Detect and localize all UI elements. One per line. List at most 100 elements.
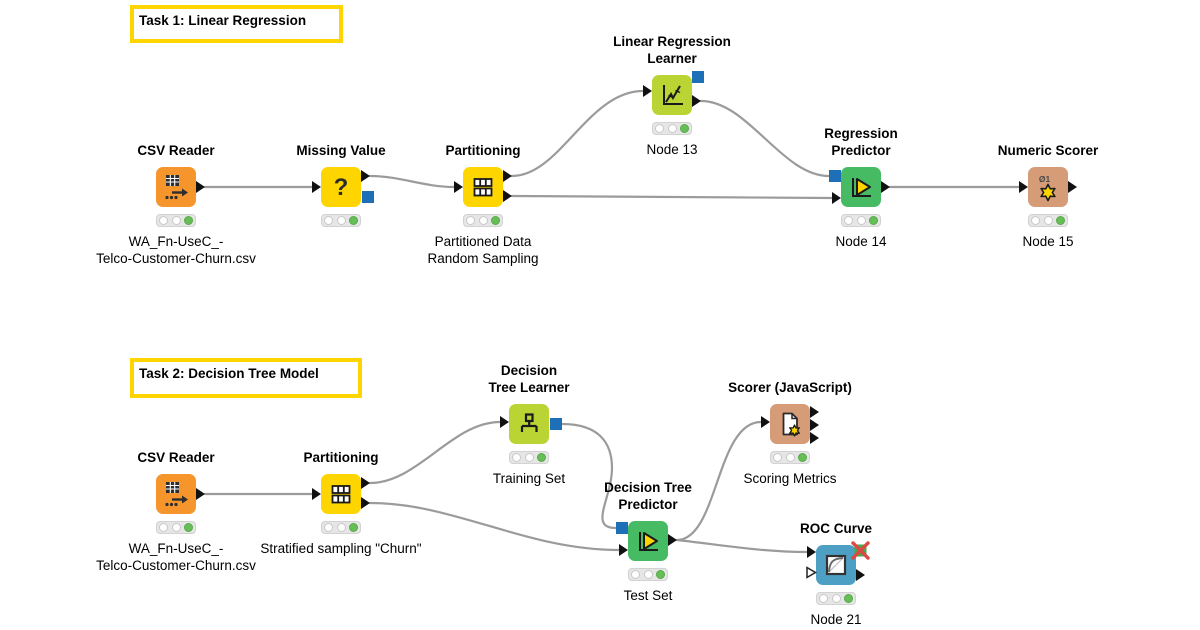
connection-wire[interactable]	[510, 194, 834, 200]
optional-input-port[interactable]	[806, 566, 817, 579]
node-sublabel: Node 13	[646, 142, 698, 157]
output-port[interactable]	[361, 170, 370, 182]
node-body[interactable]	[321, 474, 361, 514]
model-input-port[interactable]	[616, 522, 628, 534]
output-port[interactable]	[503, 190, 512, 202]
node-regression-predictor[interactable]: Regression Predictor Node 14	[824, 126, 898, 249]
node-csv-reader-1[interactable]: CSV Reader WA_Fn-UseC_- Telco-Customer-C…	[96, 143, 256, 266]
node-body[interactable]: ?	[321, 167, 361, 207]
node-partitioning-2[interactable]: Partitioning Stratified sampling "Churn"	[260, 450, 421, 556]
node-body[interactable]	[770, 404, 810, 444]
node-sublabel: Scoring Metrics	[743, 471, 837, 486]
output-port[interactable]	[810, 419, 819, 431]
status-dot	[831, 594, 841, 603]
output-port[interactable]	[692, 95, 701, 107]
traffic-light	[1028, 214, 1068, 227]
output-port[interactable]	[668, 534, 677, 546]
node-sublabel: Test Set	[623, 588, 673, 603]
annotation-task-1[interactable]: Task 1: Linear Regression	[130, 5, 343, 43]
node-body[interactable]	[463, 167, 503, 207]
connection-wire[interactable]	[699, 99, 831, 178]
node-body[interactable]: Ø1	[1028, 167, 1068, 207]
node-body[interactable]	[816, 545, 856, 585]
input-port[interactable]	[807, 546, 816, 558]
input-port[interactable]	[312, 181, 321, 193]
output-port[interactable]	[881, 181, 890, 193]
model-output-port[interactable]	[550, 418, 562, 430]
model-output-port[interactable]	[692, 71, 704, 83]
input-port[interactable]	[1019, 181, 1028, 193]
inactive-image-port-icon[interactable]	[851, 541, 870, 560]
status-dot	[324, 523, 333, 532]
annotation-task-2[interactable]: Task 2: Decision Tree Model	[130, 358, 362, 398]
predictor-icon	[639, 532, 658, 551]
connection-wire[interactable]	[368, 420, 502, 485]
connection-wire[interactable]	[368, 174, 456, 189]
regression-chart-icon	[663, 85, 683, 105]
node-body[interactable]	[652, 75, 692, 115]
input-port[interactable]	[619, 544, 628, 556]
traffic-light	[156, 521, 196, 534]
output-port[interactable]	[196, 181, 205, 193]
node-sublabel: Partitioned Data Random Sampling	[427, 234, 539, 266]
node-body[interactable]	[509, 404, 549, 444]
model-output-port[interactable]	[362, 191, 374, 203]
connection-wire[interactable]	[675, 420, 763, 542]
node-label: Regression Predictor	[824, 126, 898, 158]
traffic-light	[321, 214, 361, 227]
node-body[interactable]	[156, 167, 196, 207]
input-port[interactable]	[500, 416, 509, 428]
output-port[interactable]	[503, 170, 512, 182]
status-dot	[524, 453, 534, 462]
traffic-light	[628, 568, 668, 581]
input-port[interactable]	[643, 85, 652, 97]
output-port[interactable]	[856, 569, 865, 581]
input-port[interactable]	[832, 192, 841, 204]
status-dot	[171, 523, 181, 532]
node-label: CSV Reader	[137, 143, 215, 158]
node-body[interactable]	[156, 474, 196, 514]
connection-wire[interactable]	[510, 89, 645, 178]
partition-table-icon	[331, 485, 351, 504]
model-input-port[interactable]	[829, 170, 841, 182]
input-port[interactable]	[761, 416, 770, 428]
node-roc-curve[interactable]: ROC Curve Node 21	[800, 521, 872, 627]
node-label: CSV Reader	[137, 450, 215, 465]
traffic-light	[321, 521, 361, 534]
status-dot	[655, 124, 664, 133]
node-decision-tree-predictor[interactable]: Decision Tree Predictor Test Set	[604, 480, 692, 603]
input-port[interactable]	[312, 488, 321, 500]
annotation-title: Task 1: Linear Regression	[139, 13, 307, 28]
output-port[interactable]	[361, 497, 370, 509]
node-body[interactable]	[841, 167, 881, 207]
connection-wire[interactable]	[675, 538, 809, 554]
connection-wire[interactable]	[368, 501, 621, 552]
output-port[interactable]	[810, 406, 819, 418]
connection-wire[interactable]	[560, 422, 618, 530]
output-port[interactable]	[810, 432, 819, 444]
node-numeric-scorer[interactable]: Numeric Scorer Ø1 Node 15	[998, 143, 1099, 249]
output-port[interactable]	[196, 488, 205, 500]
status-dot	[819, 594, 828, 603]
node-csv-reader-2[interactable]: CSV Reader WA_Fn-UseC_- Telco-Customer-C…	[96, 450, 256, 573]
node-linear-regression-learner[interactable]: Linear Regression Learner Node 13	[613, 34, 731, 157]
node-partitioning-1[interactable]: Partitioning Partitioned Data Random Sam…	[427, 143, 538, 266]
node-label: Missing Value	[296, 143, 386, 158]
output-port[interactable]	[1068, 181, 1077, 193]
status-dot	[336, 216, 346, 225]
status-dot-green	[537, 453, 546, 462]
node-decision-tree-learner[interactable]: Decision Tree Learner Training Set	[488, 363, 569, 486]
node-body[interactable]	[628, 521, 668, 561]
status-dot	[512, 453, 521, 462]
status-dot	[478, 216, 488, 225]
traffic-light	[816, 592, 856, 605]
status-dot	[336, 523, 346, 532]
decision-tree-icon	[520, 413, 538, 432]
node-sublabel: Training Set	[492, 471, 566, 486]
node-missing-value[interactable]: Missing Value ?	[296, 143, 386, 227]
node-scorer-javascript[interactable]: Scorer (JavaScript) Scoring Metrics	[728, 380, 852, 486]
input-port[interactable]	[454, 181, 463, 193]
traffic-light	[770, 451, 810, 464]
output-port[interactable]	[361, 477, 370, 489]
